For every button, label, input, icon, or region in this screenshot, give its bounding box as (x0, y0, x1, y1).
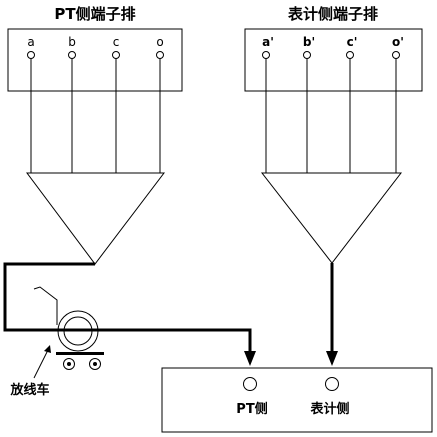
cable-reel-icon (33, 286, 104, 379)
pt-cable-bundle (26, 172, 166, 265)
reel-label: 放线车 (9, 382, 49, 398)
reel-wheel-right (89, 358, 101, 370)
meter-terminal-o (392, 51, 400, 59)
pt-cable (3, 262, 252, 352)
meter-terminal-label-o: o' (392, 35, 404, 49)
pt-cable-arrow (244, 351, 256, 366)
pt-terminal-label-c: c (113, 35, 120, 49)
device-meter-port (325, 377, 339, 391)
meter-cable-arrow (326, 351, 338, 366)
pt-terminal-block: PT侧端子排 a b c o (7, 5, 183, 265)
reel-handle (33, 286, 58, 325)
meter-terminal-a (262, 51, 270, 59)
reel-wheel-right-hub (93, 362, 97, 366)
meter-terminal-b (303, 51, 311, 59)
meter-block-title: 表计侧端子排 (288, 5, 378, 23)
device-frame (161, 367, 433, 433)
pt-terminal-b (68, 51, 76, 59)
test-device: PT侧 表计侧 (161, 367, 433, 433)
device-pt-port (243, 377, 257, 391)
reel-pointer-arrow (44, 345, 51, 353)
meter-block-frame (244, 28, 423, 92)
reel-wheel-left-hub (67, 362, 71, 366)
pt-block-title: PT侧端子排 (54, 5, 135, 23)
meter-terminal-label-c: c' (347, 35, 358, 49)
device-pt-label: PT侧 (236, 401, 267, 417)
meter-terminal-label-b: b' (303, 35, 315, 49)
reel-pointer-line (33, 349, 49, 379)
meter-terminal-label-a: a' (262, 35, 274, 49)
meter-cable-bundle (260, 172, 403, 264)
pt-terminal-label-b: b (68, 35, 76, 49)
pt-terminal-c (112, 51, 120, 59)
meter-terminal-block: 表计侧端子排 a' b' c' o' (244, 5, 423, 264)
reel-base (56, 352, 104, 355)
pt-terminal-a (27, 51, 35, 59)
pt-terminal-o (156, 51, 164, 59)
reel-wheel-left (63, 358, 75, 370)
meter-terminal-c (346, 51, 354, 59)
pt-block-frame (7, 28, 183, 92)
device-meter-label: 表计侧 (309, 401, 349, 417)
pt-terminal-label-a: a (27, 35, 34, 49)
pt-terminal-label-o: o (156, 35, 163, 49)
